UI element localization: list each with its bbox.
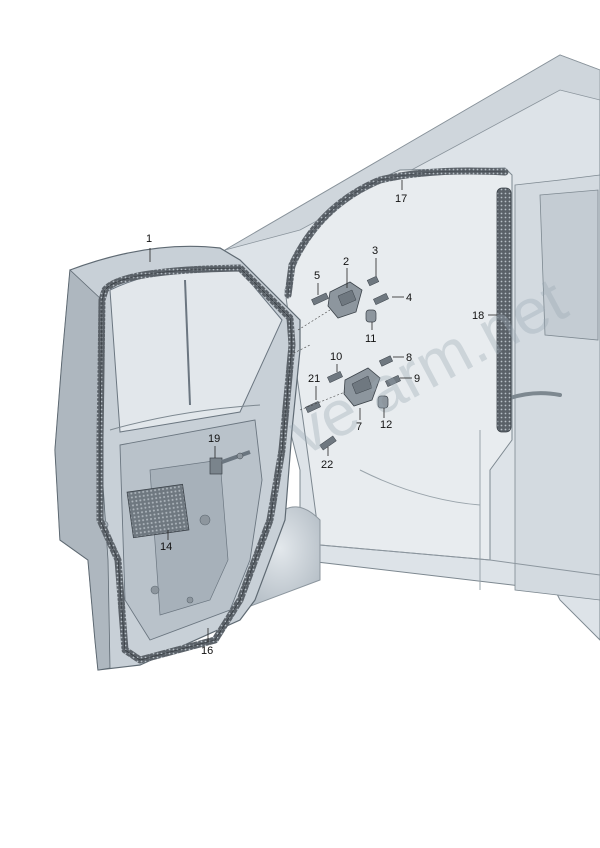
bolt-9 (385, 374, 401, 388)
bolt-5 (311, 292, 329, 306)
callout-1: 1 (146, 233, 152, 245)
bushing-12 (377, 395, 389, 409)
mesh-pad-14 (126, 483, 190, 539)
bolt-3 (366, 275, 380, 287)
callout-7: 7 (356, 421, 362, 433)
callout-9: 9 (414, 373, 420, 385)
bolt-22 (319, 435, 337, 451)
upper-hinge-assembly (311, 275, 389, 323)
callout-11: 11 (365, 333, 376, 345)
front-door (54, 245, 301, 671)
callout-19: 19 (208, 433, 220, 445)
callout-21: 21 (308, 373, 320, 385)
leader-lines (149, 180, 497, 642)
bolt-21 (305, 400, 321, 414)
bushing-11 (365, 309, 377, 323)
callout-4: 4 (406, 292, 412, 304)
callout-16: 16 (201, 645, 213, 657)
callout-12: 12 (380, 419, 392, 431)
callout-2: 2 (343, 256, 349, 268)
bolt-8 (378, 355, 394, 367)
b-pillar-seal-18 (496, 187, 512, 433)
callout-8: 8 (406, 352, 412, 364)
door-check-19 (209, 450, 251, 475)
callout-17: 17 (395, 193, 407, 205)
callout-3: 3 (372, 245, 378, 257)
callout-18: 18 (472, 310, 484, 322)
bolt-10 (327, 370, 343, 384)
lower-hinge-assembly (305, 355, 401, 451)
callout-labels: 1 2 3 4 5 7 8 9 10 11 12 14 16 17 18 19 … (146, 193, 484, 657)
callout-14: 14 (160, 541, 172, 553)
callout-22: 22 (321, 459, 333, 471)
alignment-lines (289, 309, 346, 411)
callout-10: 10 (330, 351, 342, 363)
callout-5: 5 (314, 270, 320, 282)
bolt-4 (373, 292, 389, 306)
